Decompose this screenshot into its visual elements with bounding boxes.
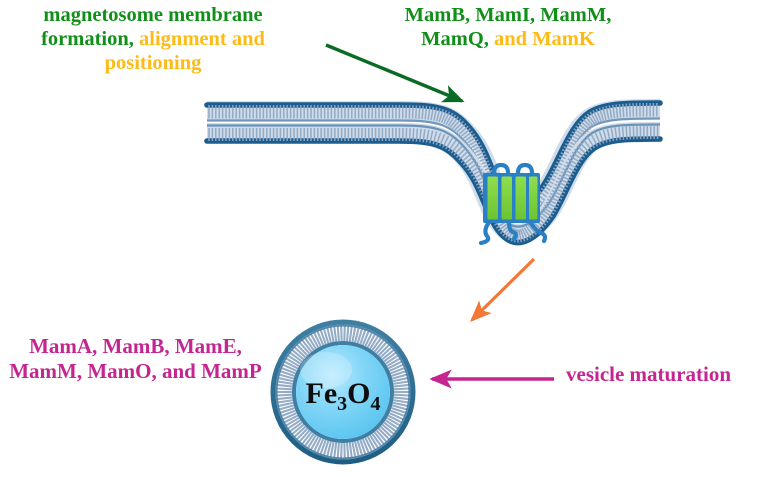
core-formula-sub-3: 3	[337, 393, 347, 415]
label-mam-genes-top: MamB, MamI, MamM, MamQ, and MamK	[390, 3, 626, 51]
lipid-bilayer-membrane	[204, 99, 663, 246]
label-mam-genes-vesicle: MamA, MamB, MamE, MamM, MamO, and MamP	[9, 334, 262, 383]
mam-protein-complex	[478, 162, 548, 246]
magnetosome-vesicle: Fe3O4	[270, 319, 416, 465]
label-mam-genes-top-primary: MamB, MamI, MamM, MamQ,	[404, 4, 612, 51]
core-formula-sub-4: 4	[370, 393, 380, 415]
green-arrow-to-membrane	[325, 43, 465, 103]
vesicle-core-label: Fe3O4	[306, 377, 381, 415]
orange-arrow-to-vesicle	[469, 257, 536, 323]
label-mam-genes-top-accent: and MamK	[494, 28, 595, 51]
label-vesicle-maturation: vesicle maturation	[566, 362, 732, 386]
core-formula-o: O	[347, 377, 370, 410]
label-membrane-formation-primary: magnetosome membrane formation,	[41, 4, 263, 51]
label-membrane-formation-accent: alignment and positioning	[104, 28, 265, 75]
label-magnetosome-membrane-formation: magnetosome membrane formation, alignmen…	[0, 3, 306, 76]
core-formula-fe: Fe	[306, 377, 338, 410]
